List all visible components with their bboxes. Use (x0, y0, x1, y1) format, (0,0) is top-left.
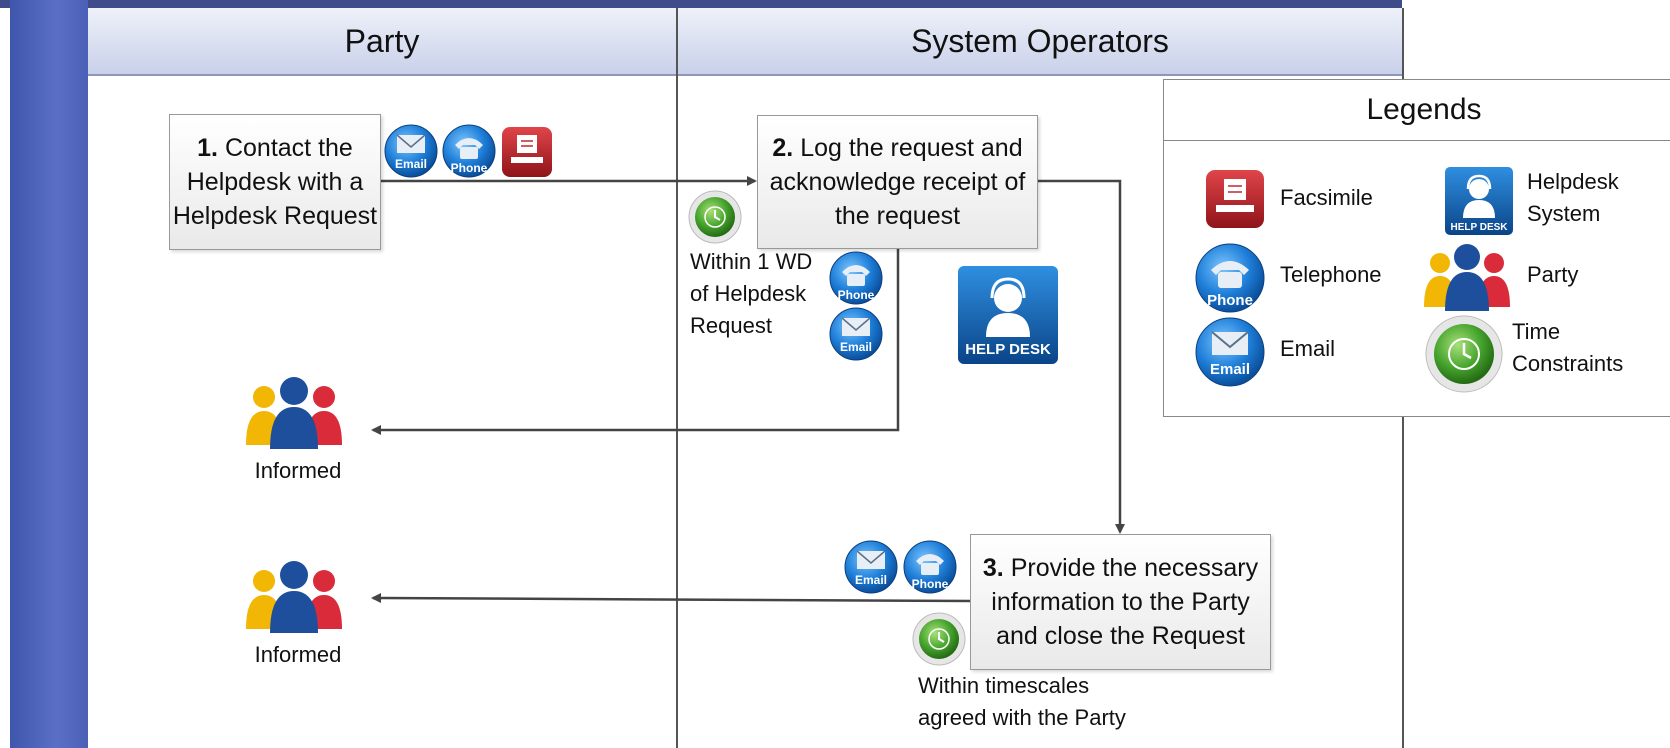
legend-title: Legends (1164, 80, 1670, 141)
informed-label-2: Informed (254, 642, 342, 667)
step-3-number: 3. (982, 554, 1004, 582)
step-1-text: Contact the Helpdesk with a Helpdesk Req… (172, 134, 378, 230)
clock-icon (912, 612, 966, 666)
step-2-number: 2. (772, 134, 794, 162)
phone-icon-label: Phone (912, 577, 949, 591)
email-icon: Email (829, 307, 883, 361)
email-icon-label: Email (840, 340, 872, 354)
step-3-text: Provide the necessary information to the… (991, 554, 1259, 650)
fax-icon (502, 127, 552, 177)
lane-divider (676, 8, 678, 748)
step-2-time-line-1: Within 1 WD (690, 249, 813, 274)
legend-label-email: Email (1280, 336, 1336, 361)
phone-icon: Phone (903, 540, 957, 594)
email-legend-icon-label: Email (1210, 361, 1250, 378)
step-2-time-line-2: of Helpdesk (690, 281, 807, 306)
lane-header-operators: System Operators (678, 8, 1402, 76)
legend-label-facsimile: Facsimile (1280, 185, 1373, 210)
arrow-step2-to-step3 (1036, 179, 1125, 534)
top-bar (0, 0, 1402, 8)
lane-title-operators: System Operators (911, 22, 1169, 59)
step-2-time-line-3: Request (690, 313, 772, 338)
lane-header-party: Party (88, 8, 676, 76)
step-3-time-constraint: Within timescales agreed with the Party (918, 670, 1126, 734)
phone-icon-label: Phone (838, 288, 875, 302)
step-2-time-constraint: Within 1 WD of Helpdesk Request (690, 246, 812, 342)
phone-icon: Phone (829, 251, 883, 305)
helpdesk-icon: HELP DESK (958, 266, 1058, 364)
email-icon: Email (384, 124, 438, 178)
informed-label-1: Informed (254, 458, 342, 483)
email-icon-label: Email (855, 573, 887, 587)
clock-icon (1425, 315, 1503, 393)
legend-label-helpdesk: Helpdesk System (1527, 169, 1619, 226)
phone-icon: Phone (1195, 243, 1265, 313)
phone-legend-icon-label: Phone (1207, 292, 1253, 309)
email-icon-label: Email (395, 157, 427, 171)
step-1-box: 1. Contact the Helpdesk with a Helpdesk … (169, 114, 381, 250)
legend-label-party: Party (1527, 262, 1579, 287)
party-icon (246, 561, 342, 633)
helpdesk-icon: HELP DESK (1445, 167, 1513, 235)
step-3-time-line-2: agreed with the Party (918, 705, 1126, 730)
email-icon: Email (1195, 317, 1265, 387)
legend-label-time: Time Constraints (1512, 319, 1624, 376)
step-1-number: 1. (197, 134, 219, 162)
step-3-time-line-1: Within timescales (918, 673, 1090, 698)
lane-title-party: Party (344, 22, 420, 59)
step-2-text: Log the request and acknowledge receipt … (769, 134, 1026, 230)
helpdesk-icon-label: HELP DESK (965, 341, 1051, 358)
arrow-step2-to-informed (371, 247, 900, 435)
clock-icon (688, 190, 742, 244)
phone-icon: Phone (442, 124, 496, 178)
step-2-box: 2. Log the request and acknowledge recei… (757, 115, 1038, 249)
party-icon (246, 377, 342, 449)
helpdesk-legend-icon-label: HELP DESK (1450, 222, 1508, 233)
fax-icon (1206, 170, 1264, 228)
arrow-step3-to-informed (371, 593, 971, 604)
email-icon: Email (844, 540, 898, 594)
step-3-box: 3. Provide the necessary information to … (970, 534, 1271, 670)
swimlane-side-strip (10, 0, 88, 748)
phone-icon-label: Phone (451, 161, 488, 175)
legend-label-telephone: Telephone (1280, 262, 1382, 287)
legend-panel: Legends Facsimile HELP DESK Helpdesk Sys… (1163, 79, 1670, 417)
party-icon (1424, 244, 1510, 311)
